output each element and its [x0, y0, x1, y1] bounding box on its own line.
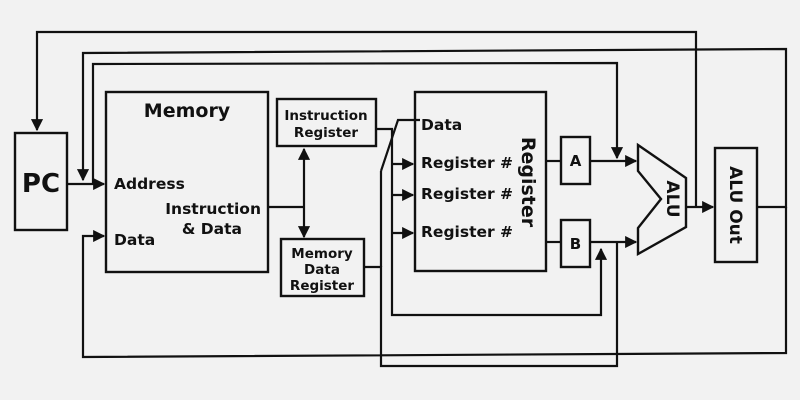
- memory-title: Memory: [144, 100, 231, 122]
- pc-box: [13, 131, 69, 232]
- instruction-register-box: [275, 97, 378, 148]
- alu-shape: [636, 142, 688, 257]
- reg-a-label: A: [570, 152, 582, 170]
- register-file-title: Register: [517, 137, 539, 228]
- wire-pc-to-alu-a: [91, 61, 624, 184]
- alu-block: ALU: [636, 142, 688, 257]
- alu-out-box: [713, 146, 759, 264]
- wire-ir-bus: [376, 127, 608, 317]
- register-file-box: [413, 90, 548, 273]
- mdr-line3: Register: [290, 278, 354, 294]
- instruction-register-line1: Instruction: [284, 108, 367, 124]
- memory-output-line1: Instruction: [165, 200, 261, 218]
- register-port-2: Register #: [421, 185, 513, 203]
- wire-b-to-mem-data: [81, 207, 788, 359]
- pc-block: PC: [13, 131, 69, 232]
- reg-b-block: B: [559, 218, 592, 269]
- reg-a-block: A: [559, 135, 592, 186]
- wire-mdr-to-reg-data: [379, 118, 420, 172]
- register-file-data-port: Data: [421, 116, 462, 134]
- instruction-register-line2: Register: [294, 125, 358, 141]
- memory-output-line2: & Data: [182, 220, 242, 238]
- mdr-line2: Data: [304, 262, 340, 278]
- memory-box: [104, 90, 270, 274]
- memory-data-port: Data: [114, 231, 155, 249]
- alu-out-block: ALU Out: [713, 146, 759, 264]
- instruction-register-block: Instruction Register: [275, 97, 378, 148]
- wire-alu-to-pc: [30, 30, 698, 207]
- reg-b-box: [559, 218, 592, 269]
- mdr-line1: Memory: [291, 246, 353, 262]
- alu-out-label: ALU Out: [725, 166, 745, 244]
- register-port-3: Register #: [421, 223, 513, 241]
- register-file-block: Data Register # Register # Register # Re…: [413, 90, 548, 273]
- memory-block: Memory Address Data Instruction & Data: [104, 90, 270, 274]
- register-port-1: Register #: [421, 154, 513, 172]
- memory-address-port: Address: [114, 175, 185, 193]
- reg-b-label: B: [570, 235, 581, 253]
- wire-aluout-to-address: [76, 47, 788, 209]
- pc-label: PC: [22, 169, 60, 199]
- alu-label: ALU: [662, 180, 682, 217]
- memory-data-register-block: Memory Data Register: [279, 237, 366, 298]
- wire-mdr-bus: [364, 242, 619, 368]
